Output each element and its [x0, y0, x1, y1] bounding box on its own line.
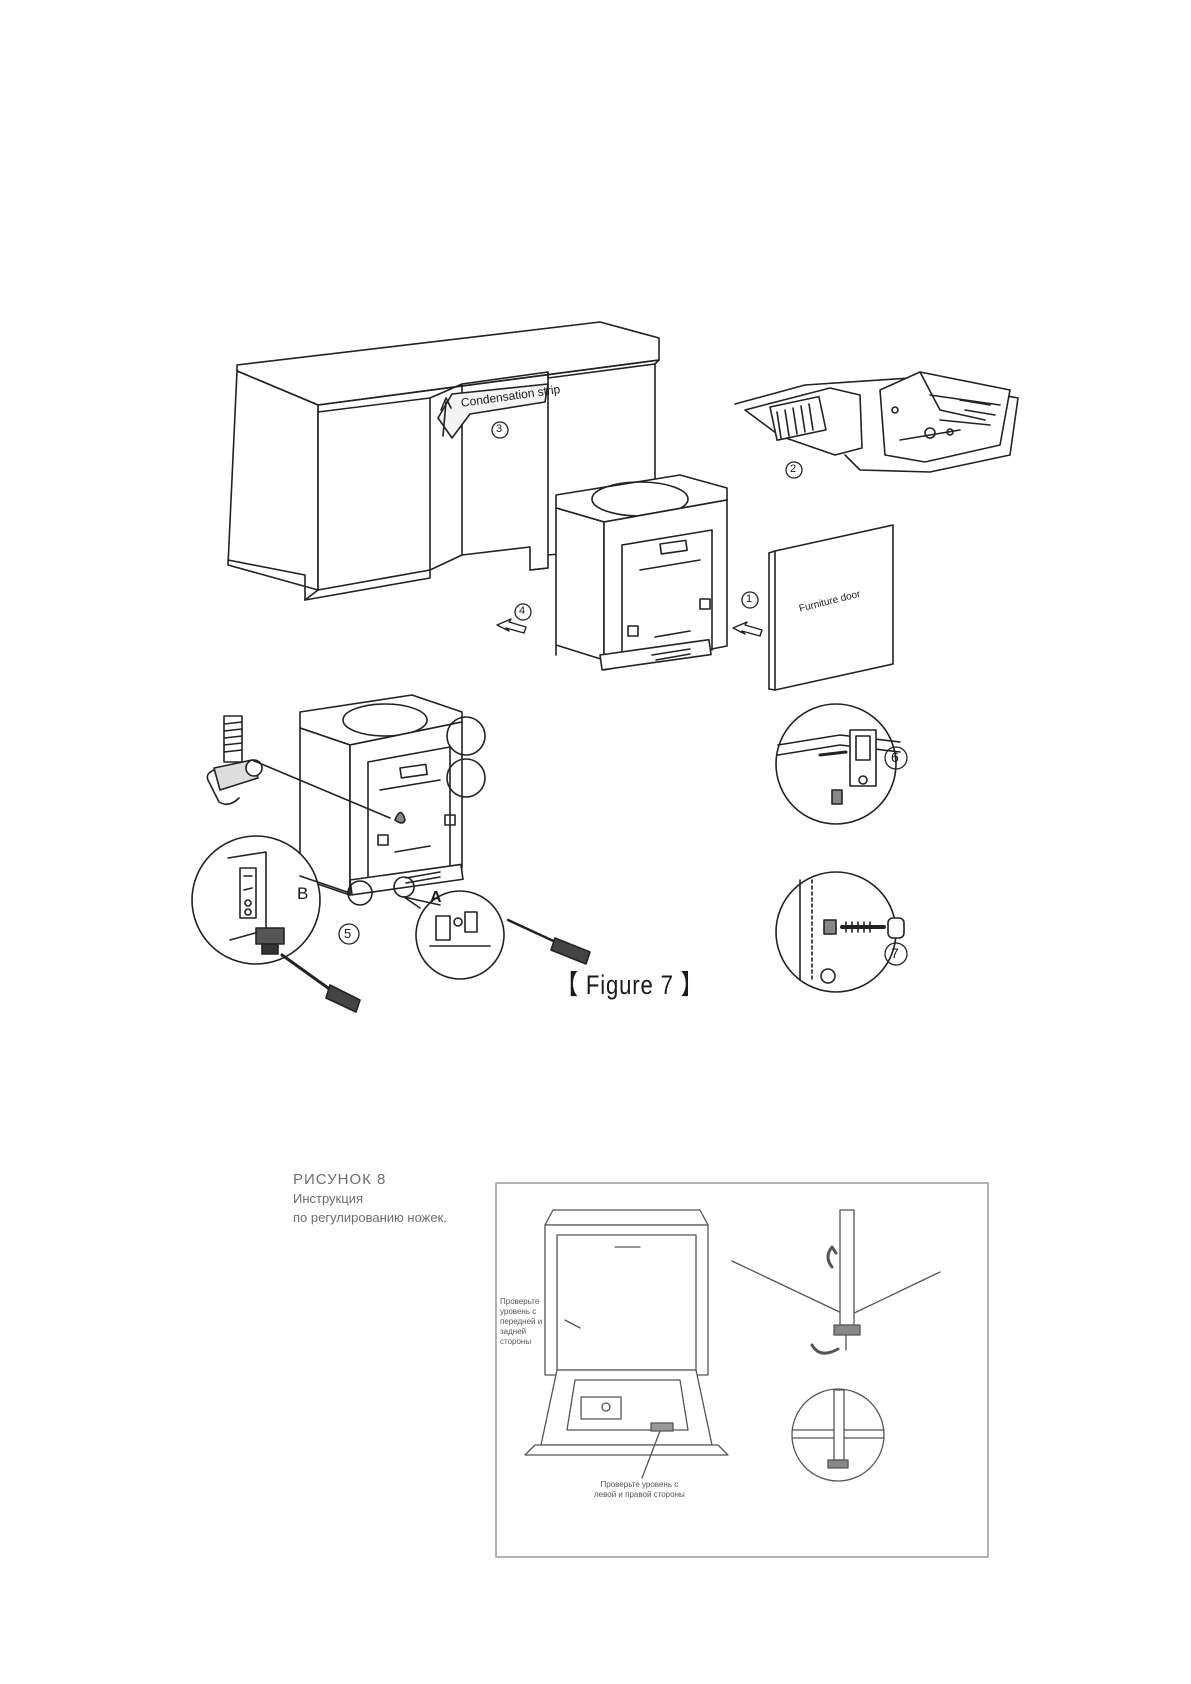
- detail-a-circle: [403, 890, 591, 980]
- furniture-door-panel: [768, 524, 894, 691]
- dishwasher-upper: [555, 474, 728, 671]
- figure-8-line-3: по регулированию ножек.: [293, 1210, 447, 1225]
- step-5-number: 5: [344, 926, 352, 941]
- figure-8-title: РИСУНОК 8: [293, 1171, 387, 1188]
- step-1-number: 1: [746, 593, 753, 605]
- note-left-right-line: левой и правой стороны: [594, 1490, 685, 1499]
- detail-2-hinge-box: [734, 371, 1019, 473]
- note-front-back-line: задней: [500, 1327, 527, 1336]
- figure-7-caption: 【 Figure 7 】: [556, 970, 704, 1000]
- kitchen-cabinet: [227, 321, 660, 601]
- note-front-back-line: Проверьте: [500, 1297, 540, 1306]
- note-front-back-line: передней и: [500, 1317, 543, 1326]
- step-3-number: 3: [496, 423, 503, 435]
- step-2-number: 2: [790, 463, 797, 475]
- detail-7-circle: [775, 871, 905, 993]
- direction-arrows: [496, 618, 763, 637]
- detail-b-circle: [191, 835, 361, 1013]
- note-front-back-line: стороны: [500, 1337, 532, 1346]
- figure-8-caption: РИСУНОК 8 Инструкция по регулированию но…: [293, 1170, 447, 1227]
- step-6-number: 6: [891, 749, 899, 765]
- step-4-number: 4: [519, 605, 526, 617]
- note-left-right-line: Проверьте уровень с: [600, 1480, 679, 1489]
- step-7-number: 7: [891, 945, 899, 961]
- label-point-b: B: [297, 884, 309, 903]
- dishwasher-lower: [299, 694, 486, 909]
- note-left-right: Проверьте уровень с левой и правой сторо…: [594, 1480, 685, 1500]
- leg-screw-detail: [206, 715, 391, 819]
- detail-6-circle: [775, 703, 901, 825]
- note-front-back: Проверьте уровень с передней и задней ст…: [500, 1297, 542, 1347]
- label-point-a: A: [430, 889, 442, 906]
- step-number-circles: [338, 421, 908, 966]
- note-front-back-line: уровень с: [500, 1307, 537, 1316]
- figure-8-line-2: Инструкция: [293, 1191, 363, 1206]
